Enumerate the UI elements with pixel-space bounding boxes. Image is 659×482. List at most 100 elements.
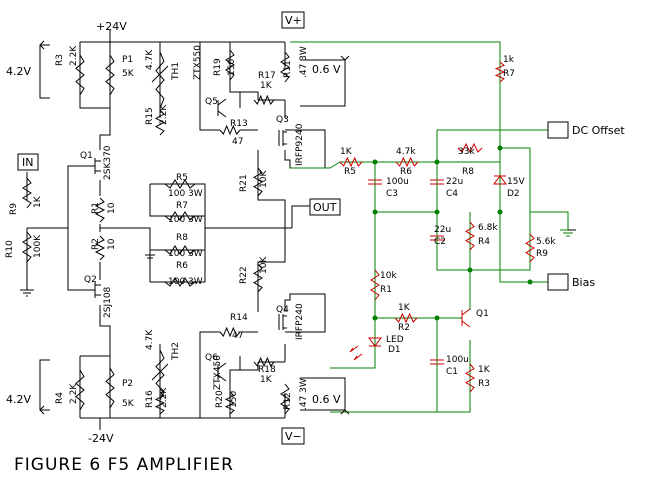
part-p1-body <box>105 54 115 96</box>
part-r15-body <box>154 109 166 136</box>
label-r14-value: 47 <box>232 331 243 341</box>
label-q6-value: ZTX450 <box>213 355 223 390</box>
label-q1-name: Q1 <box>80 151 93 161</box>
label-c3-value: 100u <box>386 177 409 187</box>
label-r14-name: R14 <box>230 313 248 323</box>
label-q2-value: 2SJ108 <box>103 286 113 318</box>
label-r8a-value: 100 3W <box>168 249 203 259</box>
label-r1b-value: 10k <box>380 271 397 281</box>
part-q4-body <box>278 314 287 330</box>
part-q1-body <box>87 158 101 174</box>
label-r8b-value: 33k <box>458 147 475 157</box>
component-bodies <box>22 49 535 415</box>
vplus-port[interactable]: V+ <box>281 11 305 29</box>
amplifier-wiring <box>26 30 326 430</box>
label-p2-value: 5K <box>122 399 135 409</box>
label-r4b-name: R4 <box>478 237 490 247</box>
label-r20-name: R20 <box>215 390 225 408</box>
part-r21-body <box>253 167 263 197</box>
bias-label: Bias <box>572 276 595 289</box>
part-r3b-body <box>465 363 475 393</box>
label-r6b-value: 4.7k <box>396 147 416 157</box>
label-r5a-value: 100 3W <box>168 189 203 199</box>
label-r2a-value: 10 <box>107 238 117 250</box>
part-r7a-body <box>164 211 196 221</box>
part-c2-body <box>430 235 444 241</box>
part-r9b-body <box>525 233 535 263</box>
label-r2b-value: 1K <box>398 303 411 313</box>
label-d1-value: LED <box>386 335 404 345</box>
label-p1-value: 5K <box>122 69 135 79</box>
label-r2a-name: R2 <box>91 238 101 250</box>
part-r6b-body <box>395 156 419 168</box>
part-p2-body <box>105 367 115 409</box>
vplus-label: V+ <box>285 14 302 27</box>
label-r10-value: 100K <box>33 234 43 258</box>
part-r19-body <box>225 49 235 81</box>
protection-wiring <box>290 41 569 413</box>
label-r1a-value: 10 <box>107 202 117 214</box>
label-r17-name: R17 <box>258 71 276 81</box>
label-r19-name: R19 <box>213 58 223 76</box>
label-q1b-name: Q1 <box>476 309 489 319</box>
part-r8a-body <box>164 245 196 255</box>
label-r22-name: R22 <box>239 266 249 284</box>
label-th2-value: 4.7K <box>145 329 155 350</box>
bias-port[interactable]: Bias <box>547 273 595 291</box>
vminus-label: V− <box>285 430 302 443</box>
part-r20-body <box>224 391 236 415</box>
label-q5-name: Q5 <box>205 97 218 107</box>
label-c1-name: C1 <box>446 367 458 377</box>
label-r3b-value: 1K <box>478 365 491 375</box>
vminus-port[interactable]: V− <box>281 427 305 445</box>
label-q5-value: ZTX550 <box>193 45 203 80</box>
label-r21-name: R21 <box>239 174 249 192</box>
label-c2-name: C2 <box>434 237 446 247</box>
part-r1b-body <box>370 269 380 301</box>
part-r1a-body <box>94 197 106 223</box>
part-q5-body <box>217 98 227 118</box>
out-port[interactable]: OUT <box>309 198 341 216</box>
in-port[interactable]: IN <box>17 153 39 171</box>
part-r12-body <box>280 383 290 415</box>
label-q3-name: Q3 <box>276 115 289 125</box>
label-r1b-name: R1 <box>380 285 392 295</box>
label-c1-value: 100u <box>446 355 469 365</box>
label-r9b-value: 5.6k <box>536 237 556 247</box>
part-r14-body <box>219 326 241 338</box>
label-r18-name: R18 <box>258 365 276 375</box>
label-th2-name: TH2 <box>171 342 181 361</box>
led-emission-icon <box>349 345 363 361</box>
label-q3-value: IRFP9240 <box>295 123 305 166</box>
label-q6-name: Q6 <box>205 353 218 363</box>
label-r7b-value: 1k <box>503 55 515 65</box>
label-r7a-name: R7 <box>176 201 188 211</box>
part-c3-body <box>368 179 382 185</box>
label-r4a-name: R4 <box>55 392 65 404</box>
dc-offset-label: DC Offset <box>572 124 625 137</box>
label-r1a-name: R1 <box>91 202 101 214</box>
label-c2-value: 22u <box>434 225 451 235</box>
part-r8b-body <box>457 142 483 154</box>
label-r21-value: 10K <box>259 170 269 188</box>
label-r15-value: 2.2K <box>159 104 169 125</box>
label-r11-name: R11 <box>283 60 293 78</box>
label-r8b-name: R8 <box>462 167 474 177</box>
label-r5b-name: R5 <box>344 167 356 177</box>
label-r22-value: 10K <box>259 256 269 274</box>
label-r15-name: R15 <box>145 107 155 125</box>
label-q4-value: IRFP240 <box>295 303 305 340</box>
voltage-bottom-right: 0.6 V <box>312 393 341 406</box>
label-r4b-value: 6.8k <box>478 223 498 233</box>
part-r7b-body <box>494 61 506 83</box>
label-r10-name: R10 <box>5 240 15 258</box>
label-r4a-value: 2.2K <box>69 383 79 404</box>
label-r16-name: R16 <box>145 390 155 408</box>
label-d1-name: D1 <box>388 345 401 355</box>
dc-offset-port[interactable]: DC Offset <box>547 121 625 139</box>
ground-symbols <box>20 229 576 297</box>
label-th1-name: TH1 <box>171 62 181 81</box>
label-r13-value: 47 <box>232 137 243 147</box>
label-r9b-name: R9 <box>536 249 548 259</box>
